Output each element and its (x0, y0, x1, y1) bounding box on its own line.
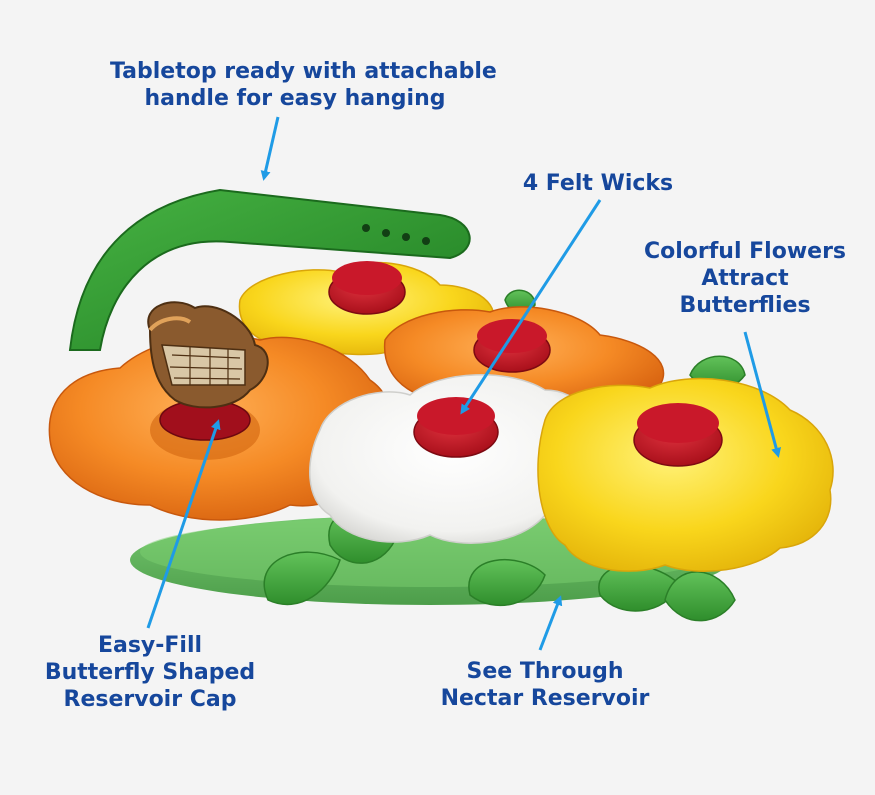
callout-flowers-line3: Butterflies (679, 293, 811, 318)
callout-handle: Tabletop ready with attachable handle fo… (110, 58, 497, 112)
callout-wicks: 4 Felt Wicks (508, 170, 688, 197)
callout-reservoir-line2: Nectar Reservoir (440, 686, 650, 711)
butterfly-reservoir-cap (147, 301, 269, 441)
callout-handle-line2: handle for easy hanging (144, 86, 446, 111)
hanging-handle (68, 188, 471, 351)
callout-cap-line2: Butterfly Shaped (44, 660, 256, 685)
felt-wick-1 (328, 261, 406, 315)
arrow-wicks (460, 199, 602, 415)
yellow-flower-right (537, 377, 834, 573)
callout-handle-line1: Tabletop ready with attachable (110, 59, 497, 84)
felt-wick-2 (473, 319, 551, 373)
callout-wicks-line1: 4 Felt Wicks (522, 171, 674, 196)
callout-cap-line1: Easy-Fill (97, 633, 203, 658)
arrow-reservoir (538, 595, 563, 651)
callout-flowers: Colorful Flowers Attract Butterflies (640, 238, 850, 319)
felt-wick-4 (633, 403, 723, 467)
callout-flowers-line2: Attract (701, 266, 789, 291)
callout-cap: Easy-Fill Butterfly Shaped Reservoir Cap (30, 632, 270, 713)
callout-reservoir-line1: See Through (466, 659, 624, 684)
felt-wicks (328, 261, 723, 467)
arrow-cap (146, 419, 221, 629)
callout-reservoir: See Through Nectar Reservoir (430, 658, 660, 712)
felt-wick-3 (413, 397, 499, 458)
callout-flowers-line1: Colorful Flowers (643, 239, 847, 264)
arrow-flowers (743, 331, 782, 458)
callout-arrows (146, 116, 782, 651)
arrow-handle (260, 116, 280, 181)
callout-cap-line3: Reservoir Cap (63, 687, 237, 712)
